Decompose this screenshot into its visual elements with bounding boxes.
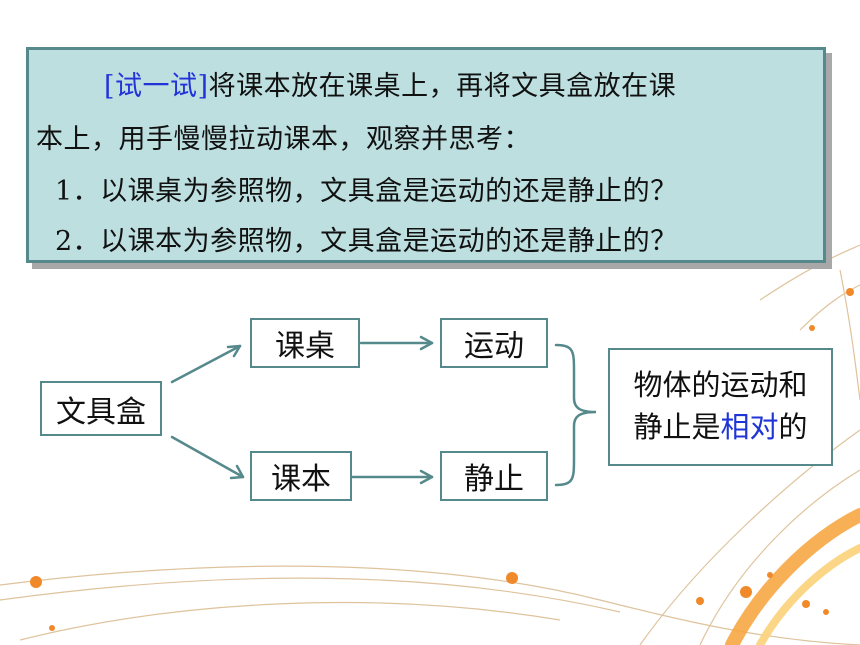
try-it-label: [试一试] (104, 71, 209, 102)
object-box: 文具盒 (40, 381, 162, 436)
panel-line-1: [试一试]将课本放在课桌上，再将文具盒放在课 (104, 64, 676, 103)
panel-line-1-text: 将课本放在课桌上，再将文具盒放在课 (208, 71, 677, 102)
question-1: 1．以课桌为参照物，文具盒是运动的还是静止的？ (55, 176, 678, 207)
panel-line-2: 本上，用手慢慢拉动课本，观察并思考： (36, 124, 531, 155)
question-2: 2．以课本为参照物，文具盒是运动的还是静止的？ (55, 226, 678, 257)
state-moving-box: 运动 (440, 318, 548, 368)
conclusion-box: 物体的运动和 静止是相对的 (608, 348, 833, 466)
conclusion-line-1: 物体的运动和 (633, 368, 808, 402)
reference-desk-box: 课桌 (250, 318, 360, 368)
conclusion-text-a: 静止是 (633, 410, 721, 444)
state-still-box: 静止 (440, 451, 548, 501)
conclusion-line-2: 静止是相对的 (610, 406, 831, 448)
reference-book-box: 课本 (250, 451, 352, 501)
conclusion-text-b: 的 (778, 410, 808, 444)
conclusion-highlight: 相对 (720, 410, 779, 444)
try-it-panel: [试一试]将课本放在课桌上，再将文具盒放在课 本上，用手慢慢拉动课本，观察并思考… (26, 47, 826, 263)
